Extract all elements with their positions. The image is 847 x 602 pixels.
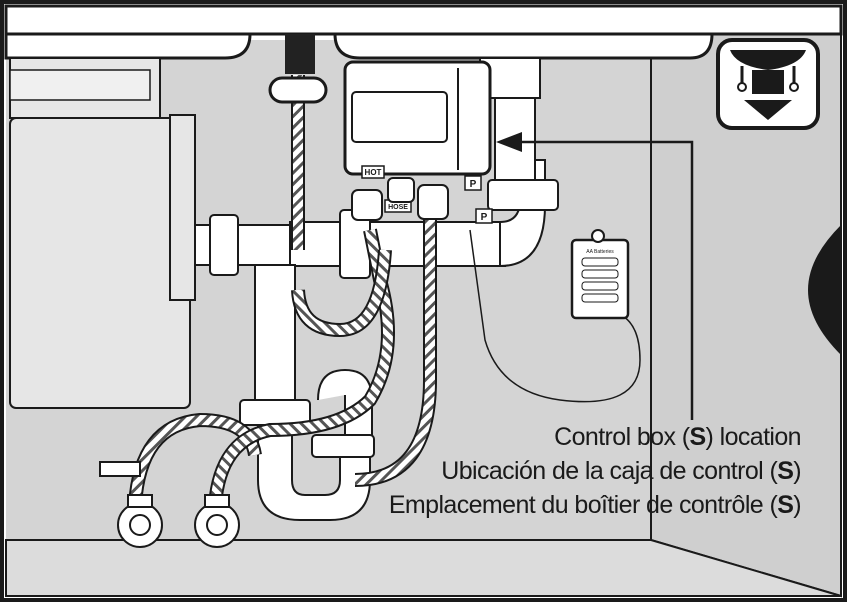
- supply-hose-center: [354, 210, 435, 485]
- caption-block: Control box (S) location Ubicación de la…: [388, 420, 802, 522]
- faucet-shank: [285, 34, 315, 74]
- trap-nut-right: [311, 434, 375, 458]
- under-sink-install-icon: [716, 38, 820, 130]
- caption-french: Emplacement du boîtier de contrôle (S): [388, 491, 802, 519]
- caption-fr-s: S: [777, 491, 794, 519]
- hose-clip: [268, 76, 328, 104]
- trap-nut-left: [239, 399, 311, 426]
- slip-nut-right: [487, 179, 559, 211]
- shutoff-valve-right: [194, 494, 240, 548]
- caption-es-s: S: [777, 457, 794, 485]
- vertical-drain: [254, 264, 296, 406]
- caption-spanish: Ubicación de la caja de control (S): [441, 457, 801, 485]
- section-edge-tab: [808, 225, 841, 355]
- label-p-top: P: [470, 179, 477, 190]
- battery-pack: AA Batteries: [570, 229, 630, 320]
- countertop: [4, 4, 843, 36]
- supply-hose-right: [210, 229, 393, 506]
- slip-nut-left: [209, 214, 239, 276]
- caption-english: Control box (S) location: [554, 423, 801, 451]
- valve-pipe-left: [99, 461, 141, 477]
- sink-bowl-left: [4, 32, 252, 60]
- label-p-bottom: P: [481, 212, 488, 223]
- battery-label: AA Batteries: [586, 249, 614, 255]
- label-hose: HOSE: [388, 204, 408, 211]
- pointer-arrowhead: [496, 132, 522, 152]
- cabinet-floor: [5, 539, 842, 597]
- tailpiece-horizontal: [289, 221, 506, 267]
- sink-bowl-right: [333, 32, 714, 60]
- pointer-line: [520, 140, 694, 420]
- sprayer-hose: [293, 249, 390, 336]
- label-hot: HOT: [365, 168, 382, 177]
- trap-arm: [317, 368, 373, 446]
- caption-en-s: S: [689, 423, 706, 451]
- control-box: HOT HOSE P P: [343, 60, 493, 224]
- shutoff-valve-left: [117, 494, 163, 548]
- garbage-disposal: [9, 57, 196, 409]
- battery-cable: [469, 229, 641, 403]
